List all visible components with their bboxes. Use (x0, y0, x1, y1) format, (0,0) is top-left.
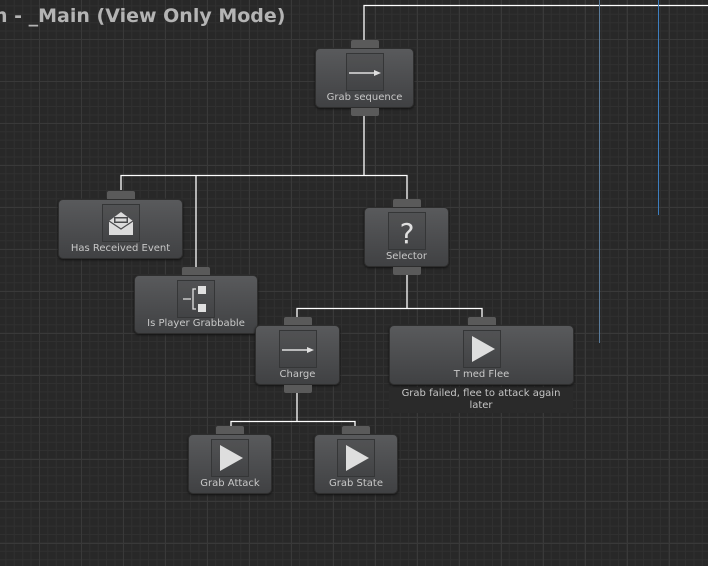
node-label: Selector (385, 251, 428, 262)
node-selector[interactable]: ? Selector (364, 199, 449, 275)
play-icon (337, 439, 375, 477)
input-port[interactable] (216, 426, 244, 434)
graph-title: n - _Main (View Only Mode) (0, 5, 286, 27)
output-port[interactable] (350, 108, 379, 116)
node-grab-state[interactable]: Grab State (314, 426, 398, 494)
input-port[interactable] (392, 199, 421, 207)
output-port[interactable] (283, 385, 312, 393)
node-label: Charge (279, 369, 316, 380)
sequence-arrow-icon (345, 53, 384, 91)
node-label: Grab State (329, 478, 383, 489)
node-label: T med Flee (453, 369, 510, 380)
conditional-branch-icon (177, 280, 215, 318)
node-grab-sequence[interactable]: Grab sequence (315, 40, 414, 116)
output-port[interactable] (392, 267, 421, 275)
input-port[interactable] (342, 426, 370, 434)
node-timed-flee[interactable]: T med Flee (389, 317, 574, 385)
node-is-player-grabbable[interactable]: Is Player Grabbable (134, 267, 258, 334)
node-has-received-event[interactable]: Has Received Event (58, 191, 183, 259)
node-label: Grab Attack (200, 478, 260, 489)
connection-charge-children (230, 392, 356, 426)
node-label: Has Received Event (70, 243, 171, 254)
sequence-arrow-icon (278, 330, 317, 368)
input-port[interactable] (467, 317, 496, 325)
input-port[interactable] (350, 40, 379, 48)
envelope-icon (101, 204, 140, 242)
node-label: Grab sequence (326, 92, 403, 103)
input-port[interactable] (283, 317, 312, 325)
node-comment: Grab failed, flee to attack again later (389, 387, 573, 413)
connection-root (363, 4, 708, 48)
play-icon (462, 330, 501, 368)
input-port[interactable] (182, 267, 210, 275)
node-label: Is Player Grabbable (147, 318, 245, 329)
connection-grab-sequence-children (120, 114, 408, 267)
connection-selector-children (296, 274, 483, 317)
play-icon (211, 439, 249, 477)
node-grab-attack[interactable]: Grab Attack (188, 426, 272, 494)
question-mark-icon: ? (387, 212, 426, 250)
input-port[interactable] (106, 191, 135, 199)
svg-text:?: ? (399, 217, 414, 249)
node-charge[interactable]: Charge (255, 317, 340, 393)
